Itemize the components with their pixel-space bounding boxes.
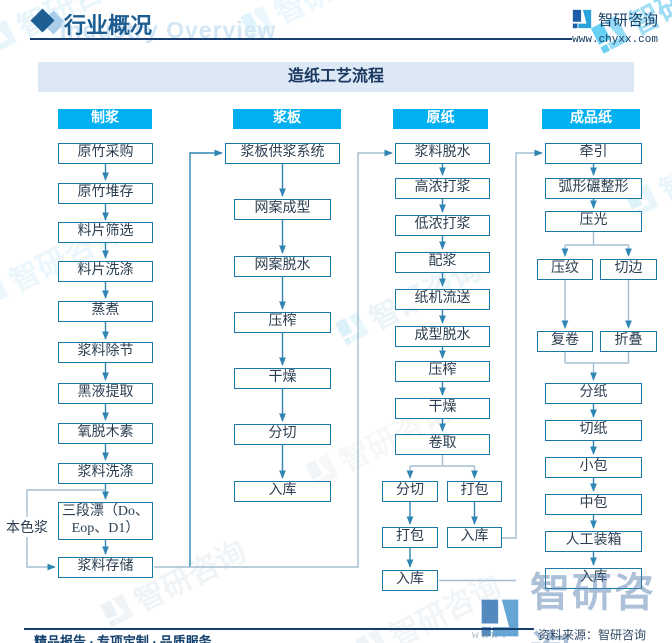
flow-step: 干燥 [395, 398, 490, 419]
flow-step: 浆料存储 [58, 557, 153, 578]
flow-step: 入库 [382, 570, 438, 591]
flow-step: 压榨 [234, 312, 331, 333]
brand-block: 智研咨询 www.chyxx.com [571, 8, 658, 46]
flow-step: 网案成型 [234, 199, 331, 220]
flow-step: 中包 [545, 494, 642, 515]
col-header-base-paper: 原纸 [393, 109, 488, 129]
flow-step: 牵引 [545, 143, 642, 164]
flow-step: 黑液提取 [58, 383, 153, 404]
flow-step: 氧脱木素 [58, 423, 153, 444]
branch-label: 本色浆 [3, 517, 51, 537]
flow-step: 分切 [234, 424, 331, 445]
footer-divider [24, 628, 534, 630]
footer-watermark-text: 智研咨询 [529, 570, 656, 643]
data-source: 资料来源：智研咨询 [538, 628, 647, 642]
brand-name: 智研咨询 [597, 12, 658, 29]
footer-watermark-url: www. [472, 630, 511, 642]
flow-step: 入库 [447, 527, 502, 548]
flow-step: 原竹堆存 [58, 183, 153, 204]
flow-step: 切边 [600, 259, 657, 280]
page-title: 行业概况 [64, 13, 153, 38]
flow-step: 分纸 [545, 383, 642, 404]
flow-step: 原竹采购 [58, 143, 153, 164]
flow-step: 料片筛选 [58, 222, 153, 243]
flow-step: 纸机流送 [395, 289, 490, 310]
brand-logo-icon [572, 9, 592, 29]
flow-step: 打包 [382, 527, 438, 548]
flow-step: 配浆 [395, 252, 490, 273]
flow-step: 打包 [447, 481, 502, 502]
flow-step: 料片洗涤 [58, 261, 153, 282]
flow-step: 浆料除节 [58, 342, 153, 363]
flow-step: 分切 [382, 481, 438, 502]
flow-step: 三段漂（Do、Eop、D1） [58, 502, 153, 540]
brand-logo-icon [481, 599, 519, 637]
flow-step: 低浓打浆 [395, 215, 490, 236]
flow-step: 干燥 [234, 368, 331, 389]
flow-step: 卷取 [395, 434, 490, 455]
brand-website: www.chyxx.com [572, 34, 658, 46]
flow-step: 压纹 [537, 259, 593, 280]
footer-brand-watermark: 智研咨询 [478, 560, 672, 643]
flow-step: 人工装箱 [545, 531, 642, 552]
flow-step: 入库 [545, 568, 642, 589]
flow-step: 复卷 [537, 331, 593, 352]
flow-step: 切纸 [545, 420, 642, 441]
diagram-title: 造纸工艺流程 [38, 62, 634, 92]
flow-step: 浆料洗涤 [58, 463, 153, 484]
flow-step: 折叠 [600, 331, 657, 352]
col-header-pulp-board: 浆板 [233, 109, 341, 129]
flow-step: 弧形碾整形 [545, 178, 642, 199]
flow-step: 压榨 [395, 361, 490, 382]
flow-step: 入库 [234, 481, 331, 502]
footer-tagline: 精品报告 · 专项定制 · 品质服务 [34, 634, 212, 643]
flow-step: 蒸煮 [58, 301, 153, 322]
col-header-finished-paper: 成品纸 [542, 109, 640, 129]
header-divider [30, 38, 572, 40]
flow-step: 成型脱水 [395, 326, 490, 347]
flow-step: 小包 [545, 457, 642, 478]
flow-step: 浆板供浆系统 [225, 143, 340, 164]
flow-step: 压光 [545, 211, 642, 232]
flow-step: 浆料脱水 [395, 143, 490, 164]
flow-step: 高浓打浆 [395, 178, 490, 199]
col-header-pulping: 制浆 [58, 109, 152, 129]
flow-step: 网案脱水 [234, 256, 331, 277]
